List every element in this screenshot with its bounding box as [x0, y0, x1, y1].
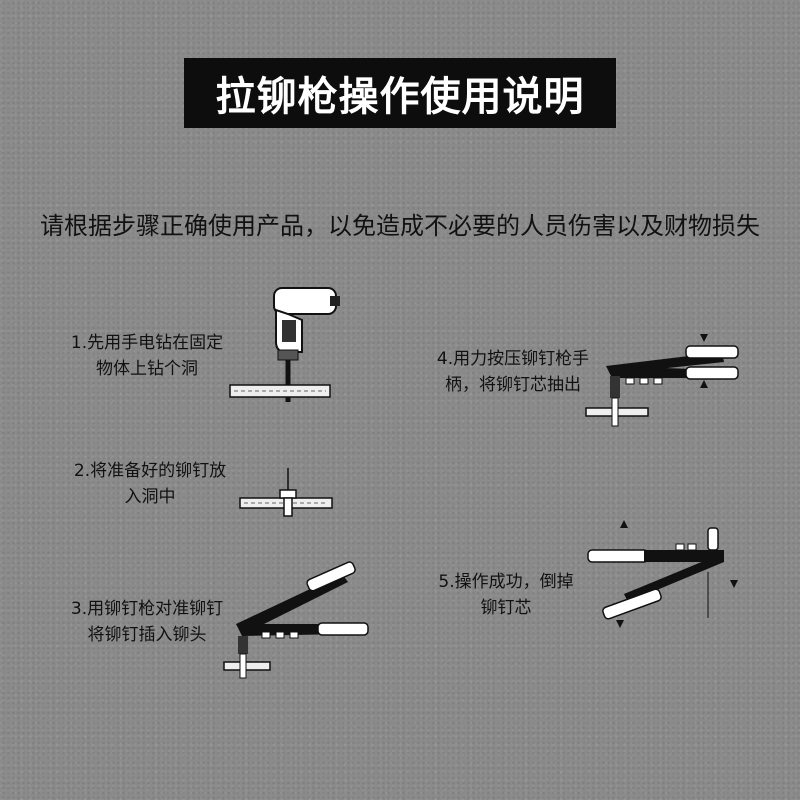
drill-icon — [229, 287, 340, 402]
step-5-line-2: 铆钉芯 — [480, 598, 532, 618]
step-4-text: 4.用力按压铆钉枪手 柄，将铆钉芯抽出 — [418, 346, 608, 398]
title-banner: 拉铆枪操作使用说明 — [184, 58, 616, 128]
step-4-line-2: 柄，将铆钉芯抽出 — [445, 375, 581, 395]
step-3-line-2: 将铆钉插入铆头 — [87, 625, 207, 645]
step-3-line-1: 3.用铆钉枪对准铆钉 — [70, 599, 224, 619]
rivet-in-hole-icon — [239, 468, 333, 517]
page-title: 拉铆枪操作使用说明 — [215, 74, 585, 120]
step-3-text: 3.用铆钉枪对准铆钉 将铆钉插入铆头 — [52, 596, 242, 648]
step-2-line-1: 2.将准备好的铆钉放 — [73, 461, 227, 481]
step-5-text: 5.操作成功，倒掉 铆钉芯 — [416, 569, 596, 621]
rivet-gun-empty-icon — [587, 520, 738, 628]
step-1-text: 1.先用手电钻在固定 物体上钻个洞 — [52, 330, 242, 382]
step-2-line-2: 入洞中 — [124, 487, 176, 507]
step-4-line-1: 4.用力按压铆钉枪手 — [436, 349, 590, 369]
step-1-line-1: 1.先用手电钻在固定 — [70, 333, 224, 353]
step-5-line-1: 5.操作成功，倒掉 — [438, 572, 574, 592]
rivet-gun-icon — [223, 561, 369, 679]
step-1-line-2: 物体上钻个洞 — [96, 359, 198, 379]
step-2-text: 2.将准备好的铆钉放 入洞中 — [55, 458, 245, 510]
subtitle: 请根据步骤正确使用产品，以免造成不必要的人员伤害以及财物损失 — [40, 212, 760, 240]
rivet-gun-press-icon — [585, 334, 739, 427]
